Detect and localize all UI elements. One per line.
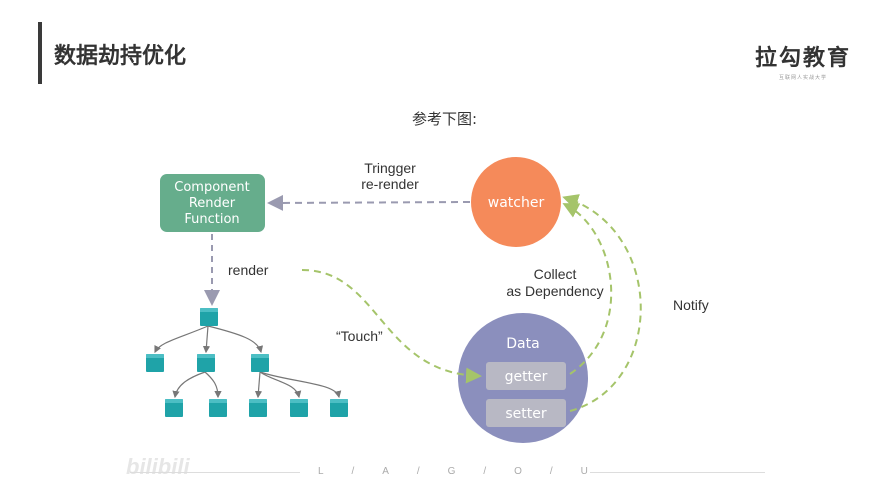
component-label-line1: Component [174, 180, 249, 195]
tree-edge [202, 325, 211, 354]
tree-edge [259, 371, 342, 399]
tree-edge [172, 371, 206, 399]
tree-edge [259, 371, 302, 399]
footer-letter-slash: / [483, 466, 487, 477]
footer-divider-right [590, 472, 765, 473]
tree-node [290, 399, 308, 417]
watcher-node [471, 157, 561, 247]
trigger-rerender-arrow [267, 194, 471, 211]
tree-edge [154, 325, 209, 354]
tree-node [209, 399, 227, 417]
footer-letter: L [318, 466, 324, 477]
setter-box [486, 399, 566, 427]
render-label: render [228, 262, 269, 278]
tree-edge [204, 371, 222, 399]
footer-letter: A [382, 466, 389, 477]
watcher-label: watcher [488, 195, 545, 211]
tree-node-highlights [146, 308, 348, 403]
component-label-line2: Render [189, 196, 236, 211]
footer-letter: O [514, 466, 522, 477]
tree-node-root [200, 308, 218, 326]
footer-letter-slash: / [351, 466, 355, 477]
tree-node [251, 354, 269, 372]
trigger-label-line2: re-render [361, 176, 419, 192]
footer-divider-left [130, 472, 300, 473]
getter-label: getter [505, 369, 548, 385]
component-label-line3: Function [184, 212, 239, 227]
trigger-label-line1: Tringger [364, 160, 416, 176]
footer-letter-slash: / [416, 466, 420, 477]
tree-node [249, 399, 267, 417]
watermark-logo: bilibili [126, 454, 190, 479]
footer-brand-letters: L / A / G / O / U [318, 466, 588, 477]
tree-edge [207, 325, 264, 354]
collect-label-line1: Collect [534, 266, 577, 282]
getter-box [486, 362, 566, 390]
diagram-caption: 参考下图: [411, 110, 478, 128]
footer-letter: G [447, 466, 456, 477]
title-accent-bar [38, 22, 42, 84]
notify-label: Notify [673, 297, 709, 313]
page-title: 数据劫持优化 [54, 44, 187, 69]
tree-node [330, 399, 348, 417]
tree-node [165, 399, 183, 417]
component-tree [154, 325, 342, 399]
tree-node [197, 354, 215, 372]
brand-logo: 拉勾教育 互联网人实战大学 [755, 40, 851, 81]
tree-edge [254, 371, 263, 399]
touch-arrow [301, 269, 482, 384]
brand-tagline: 互联网人实战大学 [778, 75, 827, 81]
footer-letter-slash: / [549, 466, 553, 477]
collect-dependency-arrow [562, 203, 613, 375]
footer-letter: U [580, 466, 588, 477]
data-label: Data [506, 336, 539, 352]
component-render-box [160, 174, 265, 232]
touch-label: “Touch” [336, 328, 383, 344]
tree-node [146, 354, 164, 372]
tree-nodes [146, 308, 348, 417]
notify-arrow [562, 194, 642, 412]
setter-label: setter [505, 406, 546, 422]
collect-label-line2: as Dependency [506, 283, 603, 299]
brand-name: 拉勾教育 [754, 46, 851, 71]
